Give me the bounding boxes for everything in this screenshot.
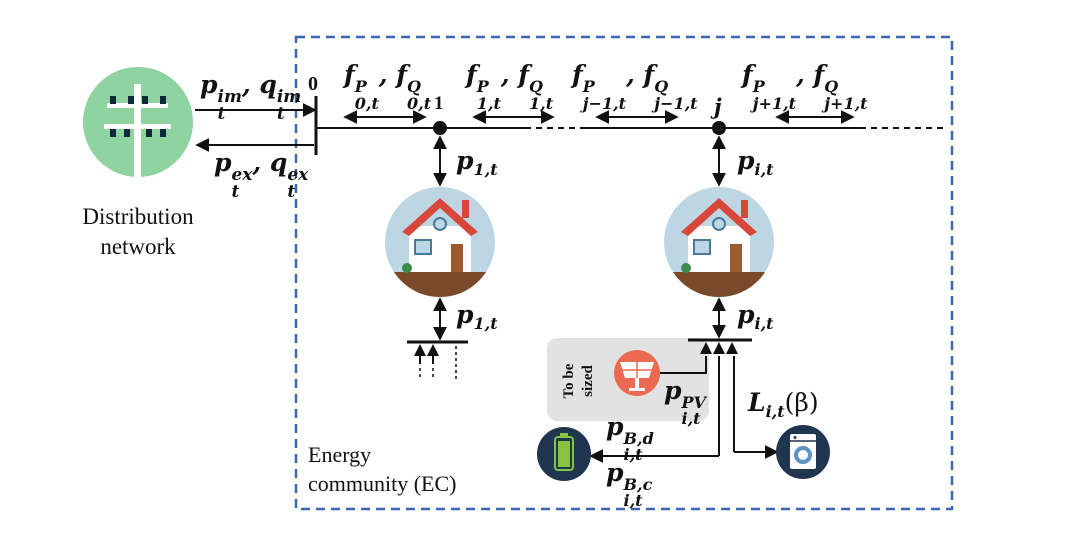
export-p-sub: t (231, 182, 240, 202)
import-p: p (200, 70, 218, 99)
p1-top-label: p1,t (456, 146, 498, 179)
house-icon-j (664, 187, 774, 297)
energy-community-line1: Energy (308, 442, 372, 467)
distribution-grid-icon (83, 67, 193, 182)
import-q-sub: t (276, 104, 285, 124)
p1-bottom-label: p1,t (456, 300, 498, 333)
solar-panel-icon (614, 350, 660, 396)
node1-sub-arrows (414, 344, 457, 380)
node1-dot (433, 121, 447, 135)
import-q: q (259, 70, 277, 99)
to-be-sized-label: To be sized (551, 353, 607, 409)
load-label: Li,t(β) (748, 388, 819, 421)
node0-label: 0 (308, 73, 318, 95)
export-q: q (269, 148, 288, 177)
pi-top-label: pi,t (737, 146, 774, 179)
distribution-network-line1: Distribution (82, 204, 194, 229)
import-q-sup: im (276, 87, 302, 107)
energy-community-boundary (294, 35, 954, 511)
to-be-sized-line1: To be (561, 363, 577, 399)
nodej-dot (712, 121, 726, 135)
nodej-sub-arrows (700, 342, 738, 354)
export-p: p (214, 148, 232, 177)
export-q-sub: t (287, 182, 296, 202)
distribution-network-label: Distribution network (68, 202, 208, 262)
pi-bottom-label: pi,t (737, 300, 774, 333)
import-p-sub: t (217, 104, 226, 124)
node1-label: 1 (434, 93, 444, 114)
pv-connector (660, 356, 707, 374)
nodej-label: j (714, 94, 722, 119)
to-be-sized-line2: sized (580, 365, 596, 397)
battery-icon (537, 427, 591, 481)
washing-machine-icon (776, 425, 830, 479)
house-icon-1 (385, 187, 495, 297)
import-p-sup: im (217, 87, 242, 107)
distribution-network-line2: network (100, 234, 176, 259)
energy-community-line2: community (EC) (308, 471, 457, 496)
export-p-sup: ex (231, 165, 253, 185)
energy-community-label: Energy community (EC) (308, 440, 456, 498)
export-q-sup: ex (287, 165, 309, 185)
